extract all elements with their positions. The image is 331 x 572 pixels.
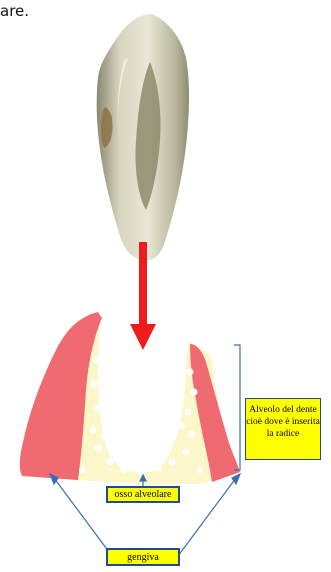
pointer-gengiva-right — [178, 478, 236, 556]
gum-label: gengiva — [106, 548, 180, 566]
alveolus-label: Alveolo del dente cioè dove è inserita l… — [245, 398, 321, 460]
alveolar-socket — [20, 312, 240, 484]
red-arrow-head — [130, 324, 156, 350]
red-arrow-shaft — [139, 242, 147, 328]
alveolar-bone-label: osso alveolare — [106, 486, 180, 503]
tooth-image — [97, 14, 189, 260]
pointer-gengiva-left — [54, 478, 112, 556]
alveolus-bracket — [234, 345, 240, 470]
